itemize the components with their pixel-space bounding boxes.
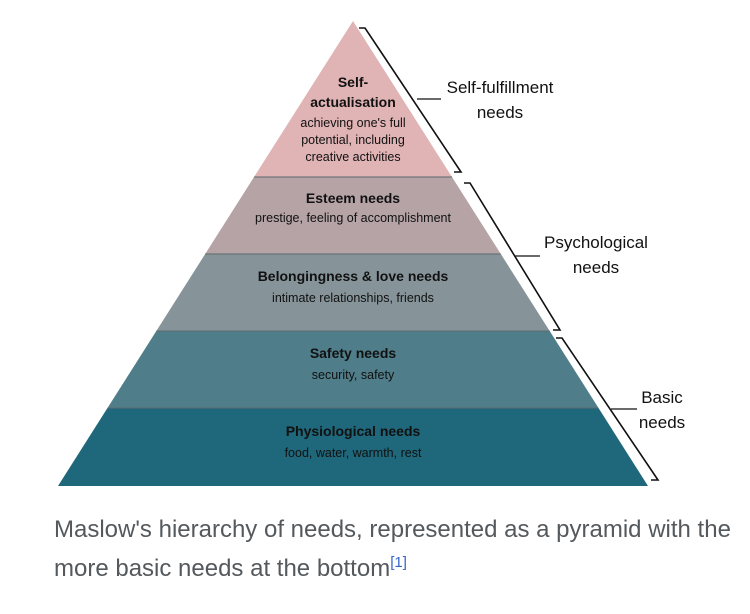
group-3: Basic needs (556, 337, 685, 481)
group-label: needs (573, 258, 619, 277)
tier-band (205, 177, 501, 254)
tier-description: prestige, feeling of accomplishment (255, 211, 451, 225)
group-label: needs (639, 413, 685, 432)
pyramid-tier-1: Self-actualisation achieving one's full po… (254, 21, 452, 177)
tier-title: Belongingness & love needs (258, 268, 449, 284)
reference-marker[interactable]: [1] (390, 554, 407, 571)
tier-band (156, 254, 550, 331)
caption-text: Maslow's hierarchy of needs, represented… (54, 516, 731, 582)
group-2: Psychological needs (464, 182, 648, 331)
pyramid-tier-2: Esteem needs prestige, feeling of accompl… (205, 177, 501, 254)
group-1: Self-fulfillment needs (359, 27, 554, 173)
tier-title: Safety needs (310, 345, 397, 361)
tier-title: actualisation (310, 94, 396, 110)
figure-caption: Maslow's hierarchy of needs, represented… (54, 510, 734, 588)
pyramid-tiers: Self-actualisation achieving one's full po… (58, 21, 648, 486)
tier-description: creative activities (305, 150, 400, 164)
bracket-line (359, 27, 463, 173)
pyramid-tier-4: Safety needs security, safety (107, 331, 599, 408)
tier-title: Esteem needs (306, 190, 400, 206)
pyramid-tier-3: Belongingness & love needs intimate relat… (156, 254, 550, 331)
tier-band (58, 408, 648, 486)
group-label: Psychological (544, 233, 648, 252)
group-label: Basic (641, 388, 683, 407)
group-label: Self-fulfillment (447, 78, 554, 97)
tier-band (107, 331, 599, 408)
pyramid-tier-5: Physiological needs food, water, warmth, … (58, 408, 648, 486)
need-group-brackets: Self-fulfillmentneedsPsychologicalneedsB… (359, 27, 685, 481)
tier-description: achieving one's full (300, 116, 405, 130)
tier-description: food, water, warmth, rest (285, 446, 422, 460)
tier-band (254, 21, 452, 177)
tier-title: Self- (338, 74, 369, 90)
reference-link[interactable]: [1] (390, 554, 407, 571)
tier-description: security, safety (312, 368, 395, 382)
group-label: needs (477, 103, 523, 122)
tier-description: potential, including (301, 133, 405, 147)
tier-title: Physiological needs (286, 423, 421, 439)
bracket-line (556, 337, 660, 481)
maslow-pyramid-diagram: Self-actualisation achieving one's full po… (58, 21, 685, 486)
tier-description: intimate relationships, friends (272, 291, 434, 305)
